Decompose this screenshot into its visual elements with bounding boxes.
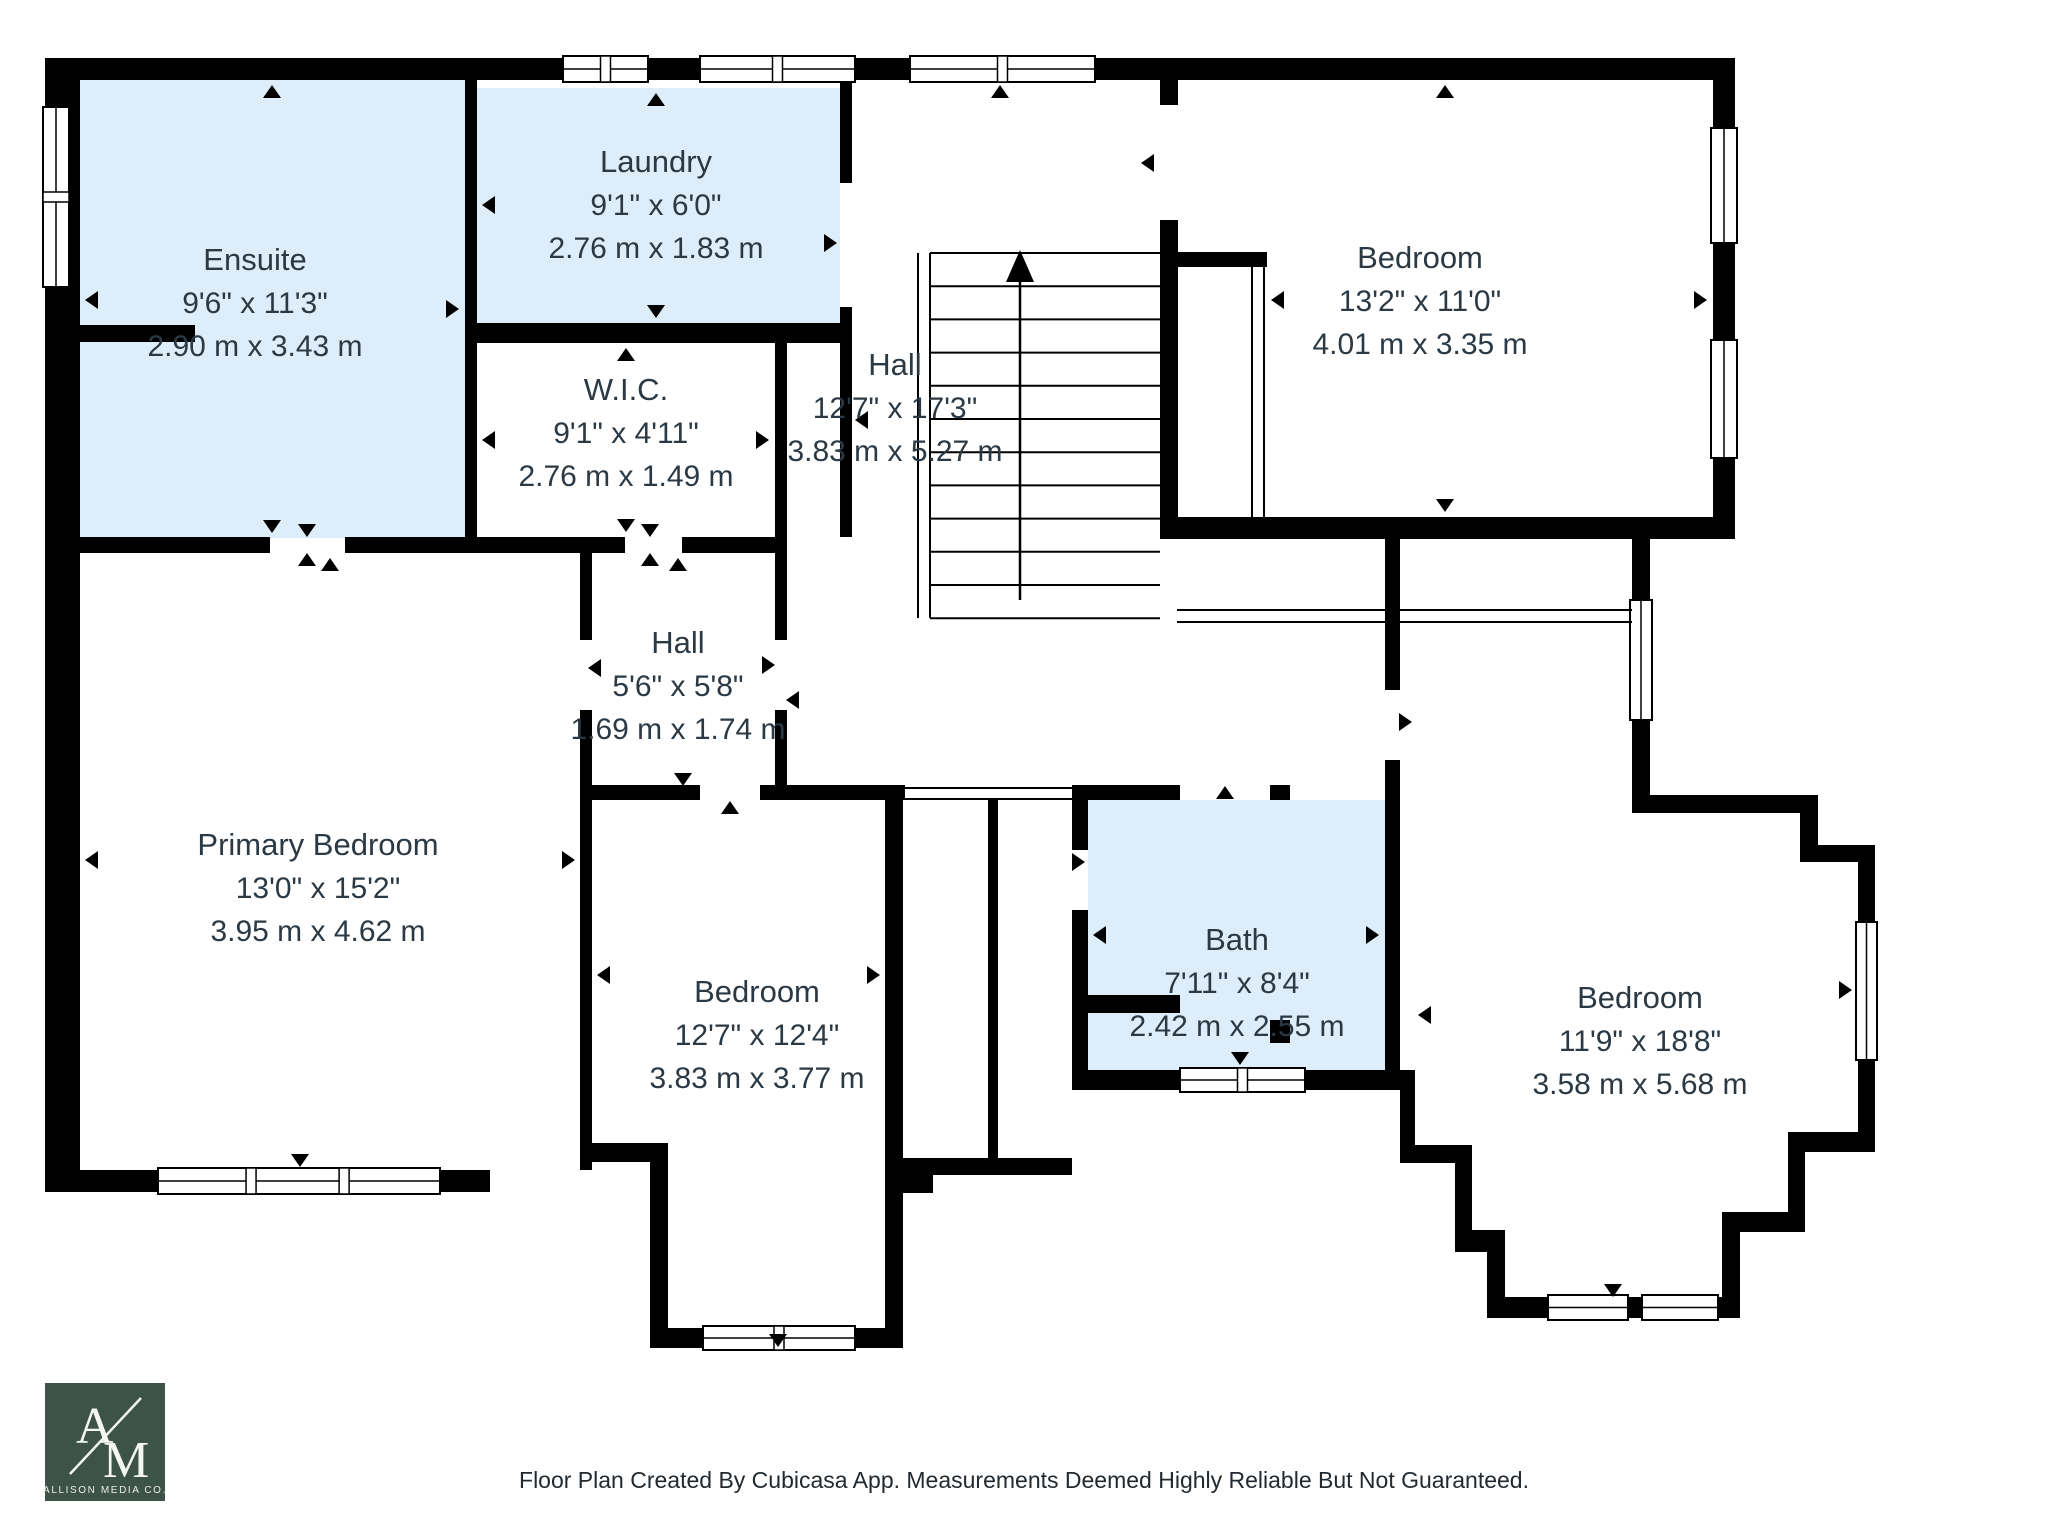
- room-label-bath: Bath 7'11" x 8'4" 2.42 m x 2.55 m: [1129, 922, 1344, 1043]
- logo-slash: [69, 1397, 142, 1475]
- room-label-wic: W.I.C. 9'1" x 4'11" 2.76 m x 1.49 m: [518, 372, 733, 493]
- allison-media-logo: A M ALLISON MEDIA CO.: [43, 1383, 167, 1501]
- room-label-ensuite: Ensuite 9'6" x 11'3" 2.90 m x 3.43 m: [147, 242, 362, 363]
- room-dimension-imperial: 7'11" x 8'4": [1164, 967, 1310, 1000]
- room-label-bedroom-middle: Bedroom 12'7" x 12'4" 3.83 m x 3.77 m: [649, 974, 864, 1095]
- door-and-wall-markers: [85, 85, 1852, 1347]
- room-dimension-metric: 2.76 m x 1.49 m: [518, 460, 733, 493]
- room-name: Bath: [1205, 922, 1269, 957]
- room-label-bedroom-top-right: Bedroom 13'2" x 11'0" 4.01 m x 3.35 m: [1312, 240, 1527, 361]
- room-dimension-imperial: 9'6" x 11'3": [182, 287, 328, 320]
- room-dimension-metric: 3.83 m x 3.77 m: [649, 1062, 864, 1095]
- room-dimension-imperial: 13'0" x 15'2": [236, 872, 401, 905]
- room-dimension-imperial: 13'2" x 11'0": [1339, 285, 1501, 318]
- room-area-laundry: [477, 88, 840, 323]
- room-area-bath: [1088, 800, 1385, 1070]
- room-name: W.I.C.: [584, 372, 668, 407]
- logo-letter-m: M: [103, 1432, 149, 1489]
- room-name: Bedroom: [1357, 240, 1483, 275]
- room-name: Hall: [868, 347, 921, 382]
- room-dimension-metric: 4.01 m x 3.35 m: [1312, 328, 1527, 361]
- room-label-primary-bedroom: Primary Bedroom 13'0" x 15'2" 3.95 m x 4.6…: [197, 827, 438, 948]
- room-label-hall-main: Hall 12'7" x 17'3" 3.83 m x 5.27 m: [787, 347, 1002, 468]
- room-dimension-imperial: 5'6" x 5'8": [612, 670, 743, 703]
- room-dimension-metric: 3.83 m x 5.27 m: [787, 435, 1002, 468]
- room-fills: [80, 80, 1385, 1070]
- staircase: [917, 250, 1160, 620]
- room-dimension-metric: 2.90 m x 3.43 m: [147, 330, 362, 363]
- room-dimension-metric: 2.42 m x 2.55 m: [1129, 1010, 1344, 1043]
- room-name: Bedroom: [1577, 980, 1703, 1015]
- logo-company-name: ALLISON MEDIA CO.: [43, 1485, 167, 1496]
- room-dimension-metric: 3.58 m x 5.68 m: [1532, 1068, 1747, 1101]
- room-dimension-imperial: 12'7" x 17'3": [813, 392, 978, 425]
- room-area-ensuite: [80, 80, 465, 538]
- room-name: Primary Bedroom: [197, 827, 438, 862]
- room-label-hall-small: Hall 5'6" x 5'8" 1.69 m x 1.74 m: [570, 625, 785, 746]
- room-label-laundry: Laundry 9'1" x 6'0" 2.76 m x 1.83 m: [548, 144, 763, 265]
- room-dimension-imperial: 9'1" x 4'11": [553, 417, 699, 450]
- room-dimension-imperial: 9'1" x 6'0": [590, 189, 721, 222]
- room-dimension-metric: 2.76 m x 1.83 m: [548, 232, 763, 265]
- room-dimension-imperial: 12'7" x 12'4": [675, 1019, 840, 1052]
- room-name: Hall: [651, 625, 704, 660]
- logo-background: [45, 1383, 165, 1501]
- room-labels: Ensuite 9'6" x 11'3" 2.90 m x 3.43 m Laundr…: [147, 144, 1747, 1101]
- room-name: Laundry: [600, 144, 713, 179]
- room-dimension-metric: 1.69 m x 1.74 m: [570, 713, 785, 746]
- windows: [42, 55, 1878, 1351]
- room-dimension-imperial: 11'9" x 18'8": [1559, 1025, 1721, 1058]
- closet-door-lines: [905, 267, 1632, 800]
- room-label-bedroom-bottom-right: Bedroom 11'9" x 18'8" 3.58 m x 5.68 m: [1532, 980, 1747, 1101]
- room-dimension-metric: 3.95 m x 4.62 m: [210, 915, 425, 948]
- room-name: Bedroom: [694, 974, 820, 1009]
- footer-disclaimer: Floor Plan Created By Cubicasa App. Meas…: [519, 1467, 1529, 1493]
- room-name: Ensuite: [203, 242, 306, 277]
